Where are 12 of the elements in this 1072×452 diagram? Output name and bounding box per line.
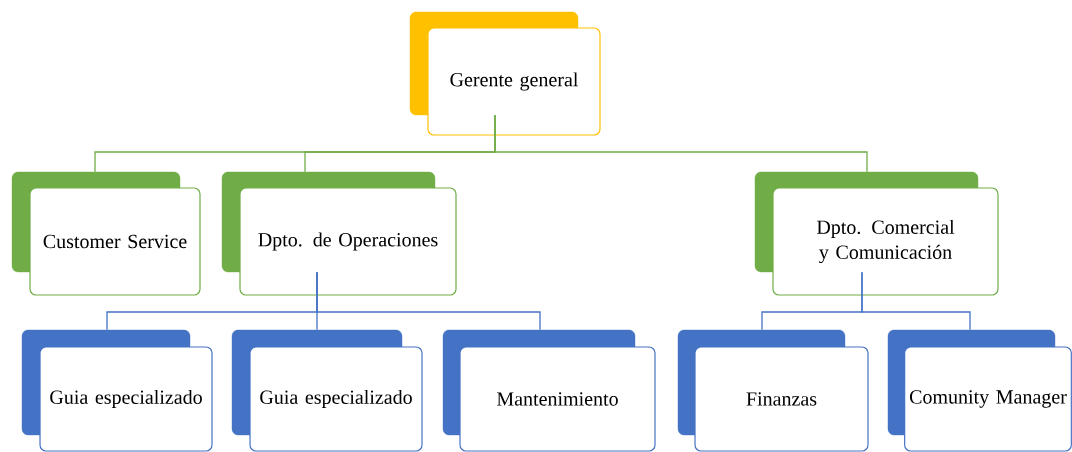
org-box: Customer Service	[11, 171, 201, 296]
org-box: Comunity Manager	[887, 329, 1072, 452]
connector-line	[861, 271, 971, 331]
org-box: Finanzas	[677, 329, 869, 452]
org-box: Guia especializado	[21, 329, 213, 452]
org-box: Dpto. Comercial y Comunicación	[754, 171, 999, 296]
org-box: Dpto. de Operaciones	[221, 171, 457, 296]
org-box: Gerente general	[409, 11, 601, 136]
org-box: Mantenimiento	[442, 329, 656, 452]
connector-line	[494, 114, 868, 173]
connector-line	[316, 271, 541, 331]
org-box: Guia especializado	[231, 329, 423, 452]
